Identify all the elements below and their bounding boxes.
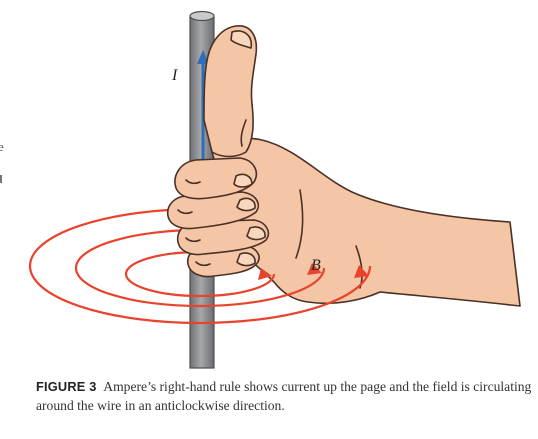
field-arrowhead: [258, 268, 272, 280]
field-arrowhead: [354, 265, 369, 278]
current-arrow: [197, 50, 209, 172]
field-label: B: [311, 257, 321, 274]
edge-mark: [0, 175, 2, 183]
caption-text: Ampere’s right-hand rule shows current u…: [36, 379, 532, 413]
hand: [166, 25, 521, 307]
figure-caption: FIGURE 3 Ampere’s right-hand rule shows …: [36, 377, 532, 415]
field-arrowheads: [258, 263, 369, 280]
field-arrowhead: [307, 263, 322, 275]
figure-number: FIGURE 3: [36, 379, 97, 394]
current-label: I: [171, 67, 178, 84]
field-lines-front: [28, 265, 372, 325]
edge-mark: e: [0, 139, 4, 154]
